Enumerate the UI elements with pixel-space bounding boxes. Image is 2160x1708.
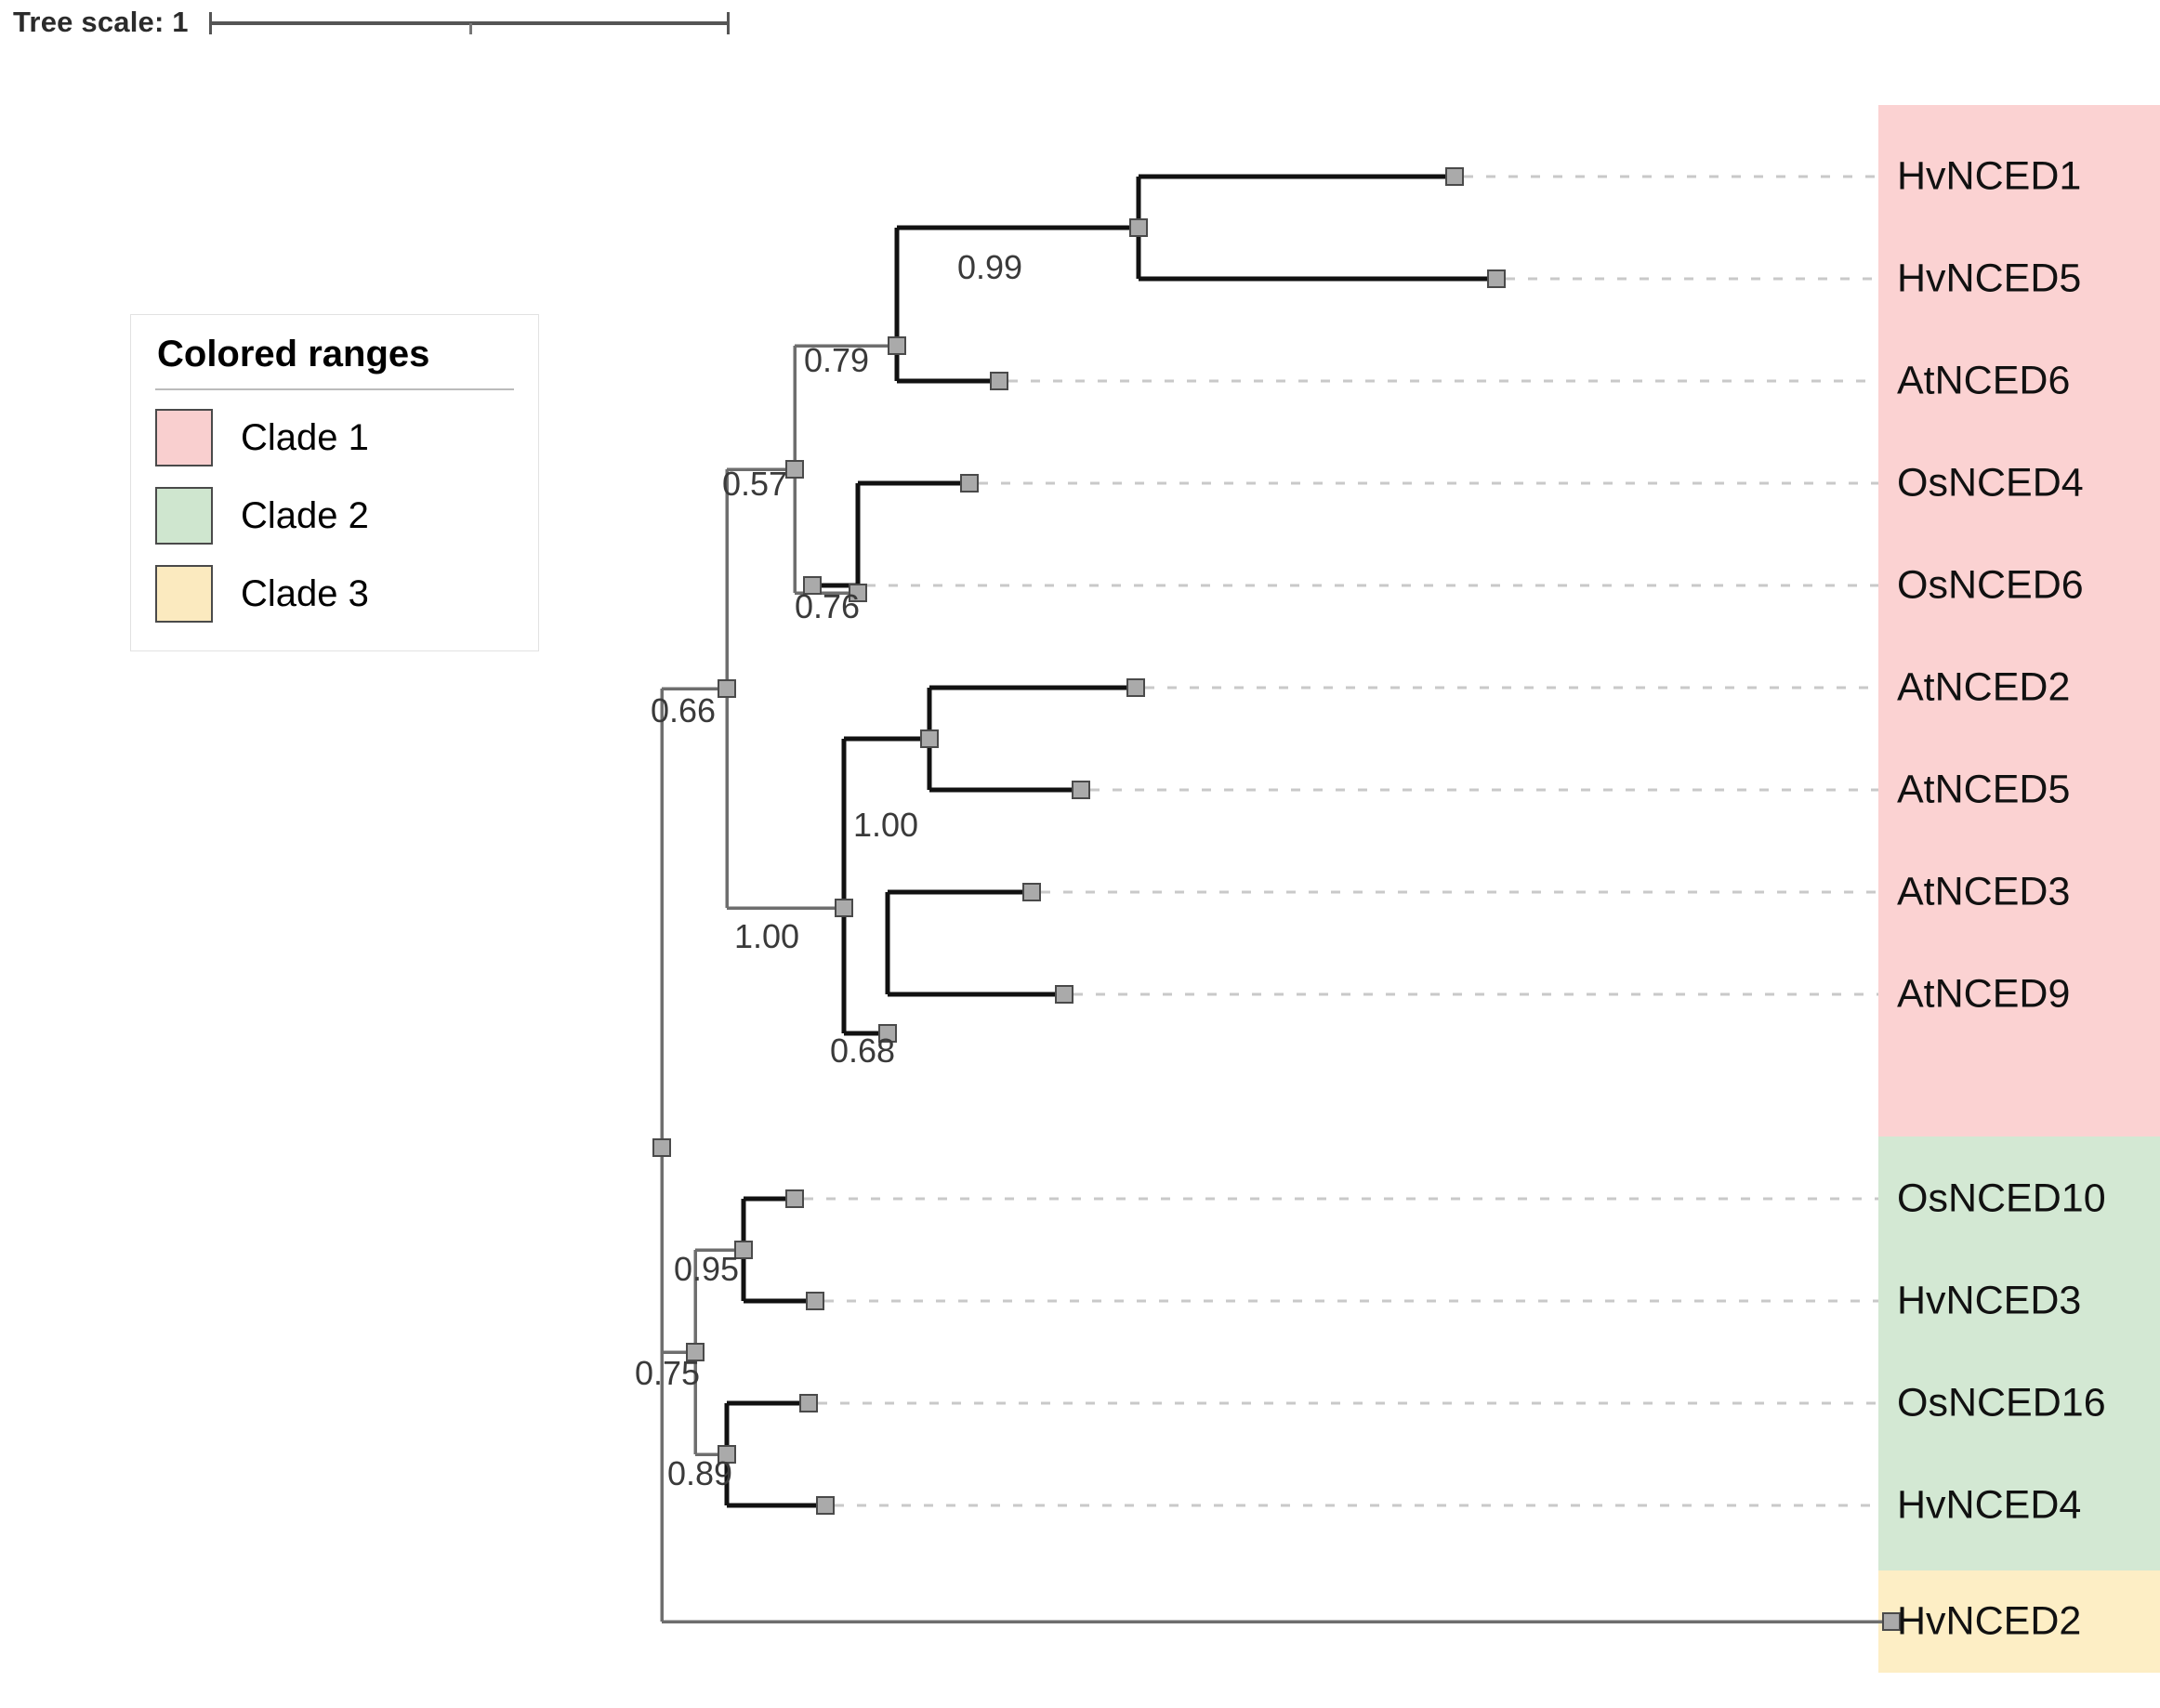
tip-label-osnced4[interactable]: OsNCED4: [1897, 460, 2084, 506]
tree-node-marker[interactable]: [960, 474, 979, 493]
support-value: 0.76: [795, 587, 860, 625]
tree-scale-label: Tree scale: 1: [13, 6, 189, 38]
range-band-clade-2: [1878, 1136, 2160, 1570]
support-value: 0.75: [635, 1354, 700, 1392]
scale-ruler-left-cap: [208, 12, 212, 34]
tip-label-atnced6[interactable]: AtNCED6: [1897, 358, 2071, 403]
tip-label-hvnced2[interactable]: HvNCED2: [1897, 1598, 2082, 1644]
legend-swatch-icon: [155, 409, 213, 466]
scale-ruler-midpoint-tick: [468, 23, 472, 34]
support-value: 0.66: [651, 691, 716, 729]
legend-rows: Clade 1 Clade 2 Clade 3: [155, 409, 514, 623]
legend-title: Colored ranges: [157, 334, 430, 374]
support-value: 0.89: [667, 1454, 732, 1492]
tree-node-marker[interactable]: [686, 1343, 705, 1361]
tip-label-atnced5[interactable]: AtNCED5: [1897, 767, 2071, 812]
tree-node-marker[interactable]: [652, 1138, 671, 1157]
tree-node-marker[interactable]: [1445, 167, 1464, 186]
tip-label-osnced10[interactable]: OsNCED10: [1897, 1176, 2106, 1221]
support-value: 1.00: [734, 917, 799, 955]
tree-node-marker[interactable]: [878, 1024, 897, 1043]
tip-label-osnced16[interactable]: OsNCED16: [1897, 1380, 2106, 1426]
tree-node-marker[interactable]: [1055, 985, 1073, 1004]
tip-label-hvnced1[interactable]: HvNCED1: [1897, 153, 2082, 199]
tip-label-atnced3[interactable]: AtNCED3: [1897, 869, 2071, 914]
tree-node-marker[interactable]: [799, 1394, 818, 1412]
support-value: 0.99: [957, 248, 1022, 286]
tip-label-hvnced5[interactable]: HvNCED5: [1897, 256, 2082, 301]
tip-label-osnced6[interactable]: OsNCED6: [1897, 562, 2084, 608]
range-band-clade-1: [1878, 105, 2160, 1136]
tree-node-marker[interactable]: [835, 899, 853, 917]
legend-divider: [155, 388, 514, 390]
tree-node-marker[interactable]: [1072, 781, 1090, 799]
tree-node-marker[interactable]: [1882, 1612, 1901, 1631]
tip-label-atnced2[interactable]: AtNCED2: [1897, 664, 2071, 710]
tree-node-marker[interactable]: [803, 576, 822, 595]
legend-item-label: Clade 3: [241, 572, 369, 614]
tree-node-marker[interactable]: [718, 1445, 736, 1464]
range-band-clade-3: [1878, 1570, 2160, 1673]
tip-label-hvnced4[interactable]: HvNCED4: [1897, 1482, 2082, 1528]
legend-item-2[interactable]: Clade 2: [155, 487, 514, 545]
scale-ruler-right-cap: [726, 12, 730, 34]
tree-node-marker[interactable]: [888, 336, 906, 355]
support-value: 0.79: [804, 341, 869, 379]
legend-swatch-icon: [155, 487, 213, 545]
legend-item-label: Clade 2: [241, 494, 369, 536]
tree-node-marker[interactable]: [849, 584, 867, 602]
support-value: 1.00: [853, 806, 918, 844]
legend-item-3[interactable]: Clade 3: [155, 565, 514, 623]
tree-node-marker[interactable]: [1487, 269, 1506, 288]
tree-node-marker[interactable]: [785, 460, 804, 479]
legend-swatch-icon: [155, 565, 213, 623]
tree-node-marker[interactable]: [1126, 678, 1145, 697]
tree-node-marker[interactable]: [806, 1292, 824, 1310]
legend-item-label: Clade 1: [241, 416, 369, 458]
legend-item-1[interactable]: Clade 1: [155, 409, 514, 466]
tree-node-marker[interactable]: [785, 1189, 804, 1208]
tip-label-hvnced3[interactable]: HvNCED3: [1897, 1278, 2082, 1323]
tree-scale-bar: Tree scale: 1: [13, 6, 730, 39]
tree-node-marker[interactable]: [1022, 883, 1041, 901]
tree-node-marker[interactable]: [1129, 218, 1148, 237]
tree-node-marker[interactable]: [718, 679, 736, 698]
tree-node-marker[interactable]: [734, 1241, 753, 1259]
support-value: 0.68: [830, 1031, 895, 1070]
tree-node-marker[interactable]: [920, 729, 939, 748]
support-value: 0.57: [722, 465, 787, 503]
scale-ruler: [208, 7, 730, 38]
tree-node-marker[interactable]: [990, 372, 1008, 390]
tree-node-marker[interactable]: [816, 1496, 835, 1515]
support-value: 0.95: [674, 1250, 739, 1288]
colored-ranges-legend: Colored ranges Clade 1 Clade 2 Clade 3: [130, 314, 539, 651]
tip-label-atnced9[interactable]: AtNCED9: [1897, 971, 2071, 1017]
